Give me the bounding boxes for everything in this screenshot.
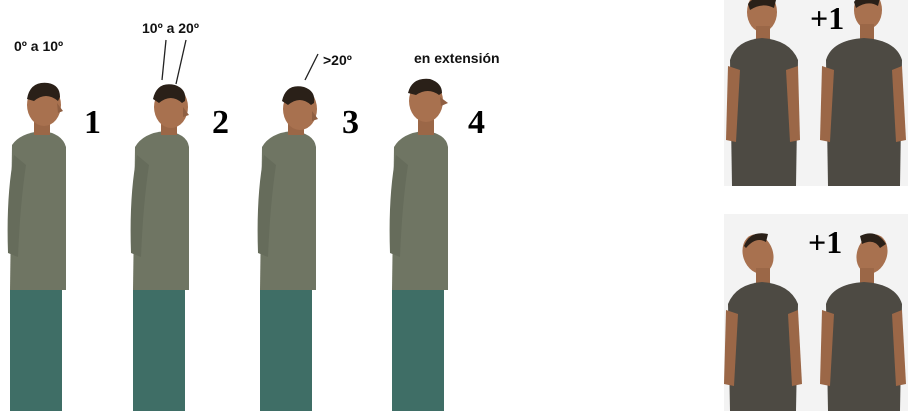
stage-number-3: 3 [342,104,359,141]
figure-head-tilt-a [724,233,802,411]
angle-label-2: 10º a 20º [142,20,199,36]
right-top-panel: +1 [724,0,908,186]
figure-shoulders-front-b [820,0,906,186]
figure-forward-flexion [257,86,318,411]
angle-label-3: >20º [323,52,352,68]
stage-number-4: 4 [468,104,485,141]
angle-label-4: en extensión [414,50,500,66]
right-bottom-panel: +1 [724,214,908,411]
stage-number-1: 1 [84,104,101,141]
plus-one-label-top: +1 [810,0,845,36]
figure-head-tilt-b [820,233,906,411]
stage-number-2: 2 [212,104,229,141]
figure-mild-flexion [130,84,189,411]
angle-label-1: 0º a 10º [14,38,64,54]
plus-one-label-bottom: +1 [808,224,843,260]
figure-neutral [7,82,66,411]
figure-shoulders-front-a [726,0,800,186]
figure-extension [389,78,448,411]
